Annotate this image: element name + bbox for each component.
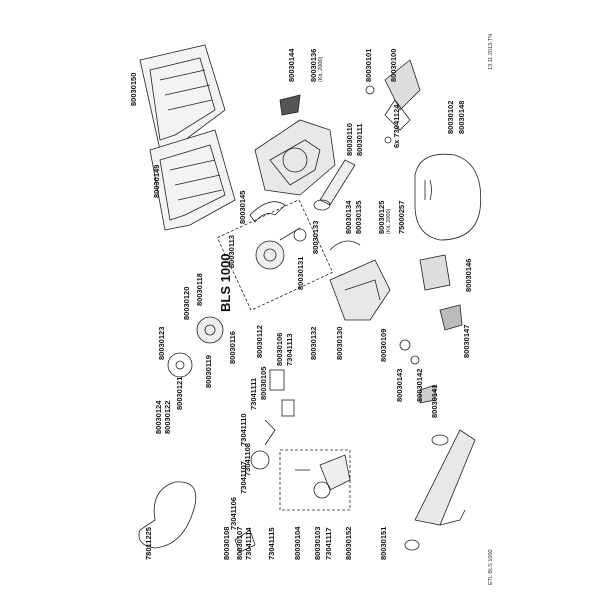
part-label: 80030151 [379, 526, 388, 560]
part-label: 80030106 [275, 332, 284, 366]
collection-bag [414, 153, 482, 241]
part-label: 80030111 [355, 123, 364, 156]
part-label: 80030148 [457, 100, 466, 134]
part-label: 80030102 [446, 100, 455, 134]
motor-assembly-box [216, 199, 334, 311]
part-label: 80030150 [129, 72, 138, 106]
gear-parts [250, 369, 295, 470]
part-label: 80030133 [311, 220, 320, 254]
part-80030108-shape [234, 529, 256, 553]
part-label: 73041115 [267, 527, 276, 560]
part-label: 80030141 [430, 384, 439, 418]
part-label: 80030118 [195, 273, 204, 306]
part-label: 80030105 [259, 366, 268, 400]
part-label: 80030108 [222, 526, 231, 560]
part-label: 80030113 [227, 235, 236, 268]
accessory-80030146 [419, 254, 451, 291]
part-label: (Kit, 2000) [386, 208, 392, 234]
part-label: 73041106 [229, 497, 238, 530]
part-label: 73041113 [285, 333, 294, 366]
part-label: 80030124 [154, 400, 163, 434]
part-label: 73041117 [324, 527, 333, 560]
part-label: 80030136 [309, 48, 318, 82]
part-label: 80030143 [395, 368, 404, 402]
part-label: 80030132 [309, 326, 318, 360]
part-label: 80030125 [377, 200, 386, 234]
part-label: 80030116 [228, 331, 237, 364]
housing-shell-lower [149, 129, 236, 231]
part-label: 75000257 [397, 200, 406, 234]
part-label: 80030122 [163, 400, 172, 434]
motor-housing [254, 119, 336, 196]
part-label: 80030103 [313, 526, 322, 560]
part-label: 80030119 [204, 355, 213, 388]
part-label: (Kit, 2000) [318, 56, 324, 82]
footer-reference: ETL BLS 1000 [488, 549, 494, 585]
date-stamp: 13.11.2013-TN [488, 33, 494, 70]
handle-shape [249, 201, 286, 223]
part-label: 80030134 [344, 200, 353, 234]
impeller-cover [329, 259, 391, 321]
part-label: 80030144 [287, 48, 296, 82]
part-label: 80030109 [379, 328, 388, 362]
part-label: 73041110 [239, 413, 248, 446]
lower-assembly-box [279, 449, 351, 511]
part-label: 80030146 [464, 258, 473, 292]
part-label: 80030131 [296, 256, 305, 290]
part-label: 80030130 [335, 326, 344, 360]
part-label: 80030110 [345, 123, 354, 156]
part-label: 80030135 [354, 200, 363, 234]
part-label: 80030123 [157, 326, 166, 360]
part-label: 80030107 [235, 526, 244, 560]
housing-shell-upper [139, 44, 226, 151]
part-label: 80030121 [175, 376, 184, 410]
part-label: 73041111 [249, 377, 258, 410]
accessory-80030147 [439, 304, 463, 331]
part-label: 80030101 [364, 48, 373, 82]
part-label: 80030120 [182, 286, 191, 320]
suction-tube [313, 159, 356, 211]
part-label: 6x 73041124 [392, 104, 401, 148]
part-80030144-shape [279, 94, 301, 116]
part-label: 73041114 [244, 527, 253, 560]
small-wheels [399, 339, 436, 404]
part-label: 80030100 [389, 48, 398, 82]
part-label: 80030147 [462, 324, 471, 358]
part-label: 80030142 [415, 368, 424, 402]
part-label: 78011225 [144, 527, 153, 560]
part-label: 80030152 [344, 526, 353, 560]
fan-wheel [167, 316, 224, 378]
cord-loop [138, 481, 197, 549]
part-label: 80030104 [293, 526, 302, 560]
part-label: 73041107 [239, 461, 248, 494]
part-label: 80030145 [238, 190, 247, 224]
nozzle [404, 429, 476, 551]
part-label: 80030112 [255, 325, 264, 358]
part-label: 80030149 [152, 164, 161, 198]
switch-assembly [365, 59, 421, 144]
cable-shape [329, 240, 361, 251]
